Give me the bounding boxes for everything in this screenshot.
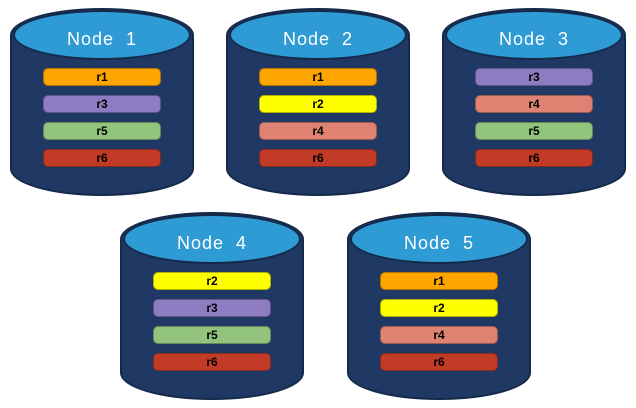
replica-bar: r1 xyxy=(380,272,498,290)
cylinder-top-ellipse: Node 2 xyxy=(229,10,407,60)
node-title: Node 4 xyxy=(176,233,248,253)
replica-bar: r3 xyxy=(153,299,271,317)
replica-bar: r1 xyxy=(43,68,161,86)
node-cylinder-1: Node 1 r1 r3 r5 r6 xyxy=(10,8,194,196)
replica-bar: r6 xyxy=(380,353,498,371)
replica-list: r1 r3 r5 r6 xyxy=(43,68,161,167)
replica-list: r1 r2 r4 r6 xyxy=(380,272,498,371)
replica-list: r1 r2 r4 r6 xyxy=(259,68,377,167)
replica-bar: r4 xyxy=(259,122,377,140)
replica-bar: r2 xyxy=(259,95,377,113)
replica-bar: r2 xyxy=(380,299,498,317)
cylinder-top-ellipse: Node 4 xyxy=(123,214,301,264)
replica-bar: r6 xyxy=(475,149,593,167)
replica-bar: r5 xyxy=(43,122,161,140)
node-cylinder-2: Node 2 r1 r2 r4 r6 xyxy=(226,8,410,196)
node-title: Node 2 xyxy=(282,29,354,49)
node-title: Node 5 xyxy=(403,233,475,253)
node-cylinder-3: Node 3 r3 r4 r5 r6 xyxy=(442,8,626,196)
node-cylinder-5: Node 5 r1 r2 r4 r6 xyxy=(347,212,531,400)
replica-bar: r1 xyxy=(259,68,377,86)
cylinder-top-ellipse: Node 1 xyxy=(13,10,191,60)
replica-bar: r2 xyxy=(153,272,271,290)
node-title: Node 1 xyxy=(66,29,138,49)
replica-list: r2 r3 r5 r6 xyxy=(153,272,271,371)
cylinder-top-ellipse: Node 5 xyxy=(350,214,528,264)
replica-bar: r6 xyxy=(259,149,377,167)
replica-bar: r3 xyxy=(475,68,593,86)
replica-bar: r3 xyxy=(43,95,161,113)
replica-bar: r4 xyxy=(380,326,498,344)
node-cylinder-4: Node 4 r2 r3 r5 r6 xyxy=(120,212,304,400)
replica-bar: r4 xyxy=(475,95,593,113)
replica-bar: r5 xyxy=(475,122,593,140)
cylinder-top-ellipse: Node 3 xyxy=(445,10,623,60)
node-title: Node 3 xyxy=(498,29,570,49)
replica-bar: r6 xyxy=(153,353,271,371)
replica-list: r3 r4 r5 r6 xyxy=(475,68,593,167)
replica-bar: r6 xyxy=(43,149,161,167)
replica-bar: r5 xyxy=(153,326,271,344)
